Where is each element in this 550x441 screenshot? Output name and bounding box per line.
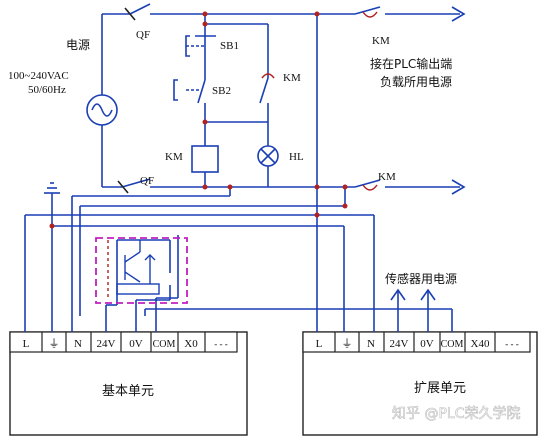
base-terminal-24v: 24V xyxy=(97,338,116,350)
qf-switches xyxy=(117,3,151,194)
base-unit-title: 基本单元 xyxy=(102,384,154,399)
ext-terminal-ground: ⏚ xyxy=(342,337,353,350)
ext-terminal-more: - - - xyxy=(505,339,519,349)
source-freq-label: 50/60Hz xyxy=(28,84,66,96)
km-coil-label: KM xyxy=(165,151,183,163)
base-terminal-0v: 0V xyxy=(129,338,143,350)
base-terminal-more: - - - xyxy=(214,339,228,349)
base-terminal-x0: X0 xyxy=(184,338,198,350)
output-arrows xyxy=(390,6,466,301)
ext-terminal-n: N xyxy=(367,338,375,350)
ext-terminal-strip xyxy=(302,331,531,353)
hl-lamp xyxy=(257,145,279,167)
km-bottom-contact xyxy=(362,184,378,191)
sensor-box xyxy=(95,237,188,304)
ext-terminal-com: COM xyxy=(441,339,464,350)
base-terminal-strip xyxy=(9,331,238,353)
ground-icon xyxy=(44,182,60,194)
wiring xyxy=(24,6,460,316)
sb1-button xyxy=(185,34,216,58)
ext-terminal-24v: 24V xyxy=(390,338,409,350)
qf-bottom-label: QF xyxy=(140,175,154,187)
ext-terminal-x40: X40 xyxy=(471,338,490,350)
junctions xyxy=(49,11,348,229)
base-terminal-ground: ⏚ xyxy=(49,337,60,350)
km-aux-contact xyxy=(259,73,275,104)
km-bottom-label: KM xyxy=(378,171,396,183)
qf-top-label: QF xyxy=(136,29,150,41)
source-name-label: 电源 xyxy=(66,38,90,52)
km-top-label: KM xyxy=(372,35,390,47)
km-top-contact xyxy=(362,11,378,18)
hl-label: HL xyxy=(289,151,304,163)
sb1-label: SB1 xyxy=(220,40,239,52)
sb2-label: SB2 xyxy=(212,85,231,97)
km-aux-label: KM xyxy=(283,72,301,84)
ext-unit-title: 扩展单元 xyxy=(414,381,466,396)
terminal-wires xyxy=(24,316,453,332)
sensor-note: 传感器用电源 xyxy=(385,271,457,286)
source-rating-label: 100~240VAC xyxy=(8,70,69,82)
load-note-line2: 负载所用电源 xyxy=(380,75,452,89)
base-terminal-n: N xyxy=(74,338,82,350)
km-coil xyxy=(191,145,219,173)
sb2-button xyxy=(173,79,206,104)
terminal-dividers xyxy=(41,332,496,352)
load-note-line1: 接在PLC输出端 xyxy=(370,56,452,71)
watermark: 知乎 @PLC荣久学院 xyxy=(392,405,520,422)
ac-source xyxy=(86,94,118,126)
ext-terminal-0v: 0V xyxy=(420,338,434,350)
base-terminal-l: L xyxy=(23,338,30,350)
ext-terminal-l: L xyxy=(316,338,323,350)
base-terminal-com: COM xyxy=(153,339,176,350)
